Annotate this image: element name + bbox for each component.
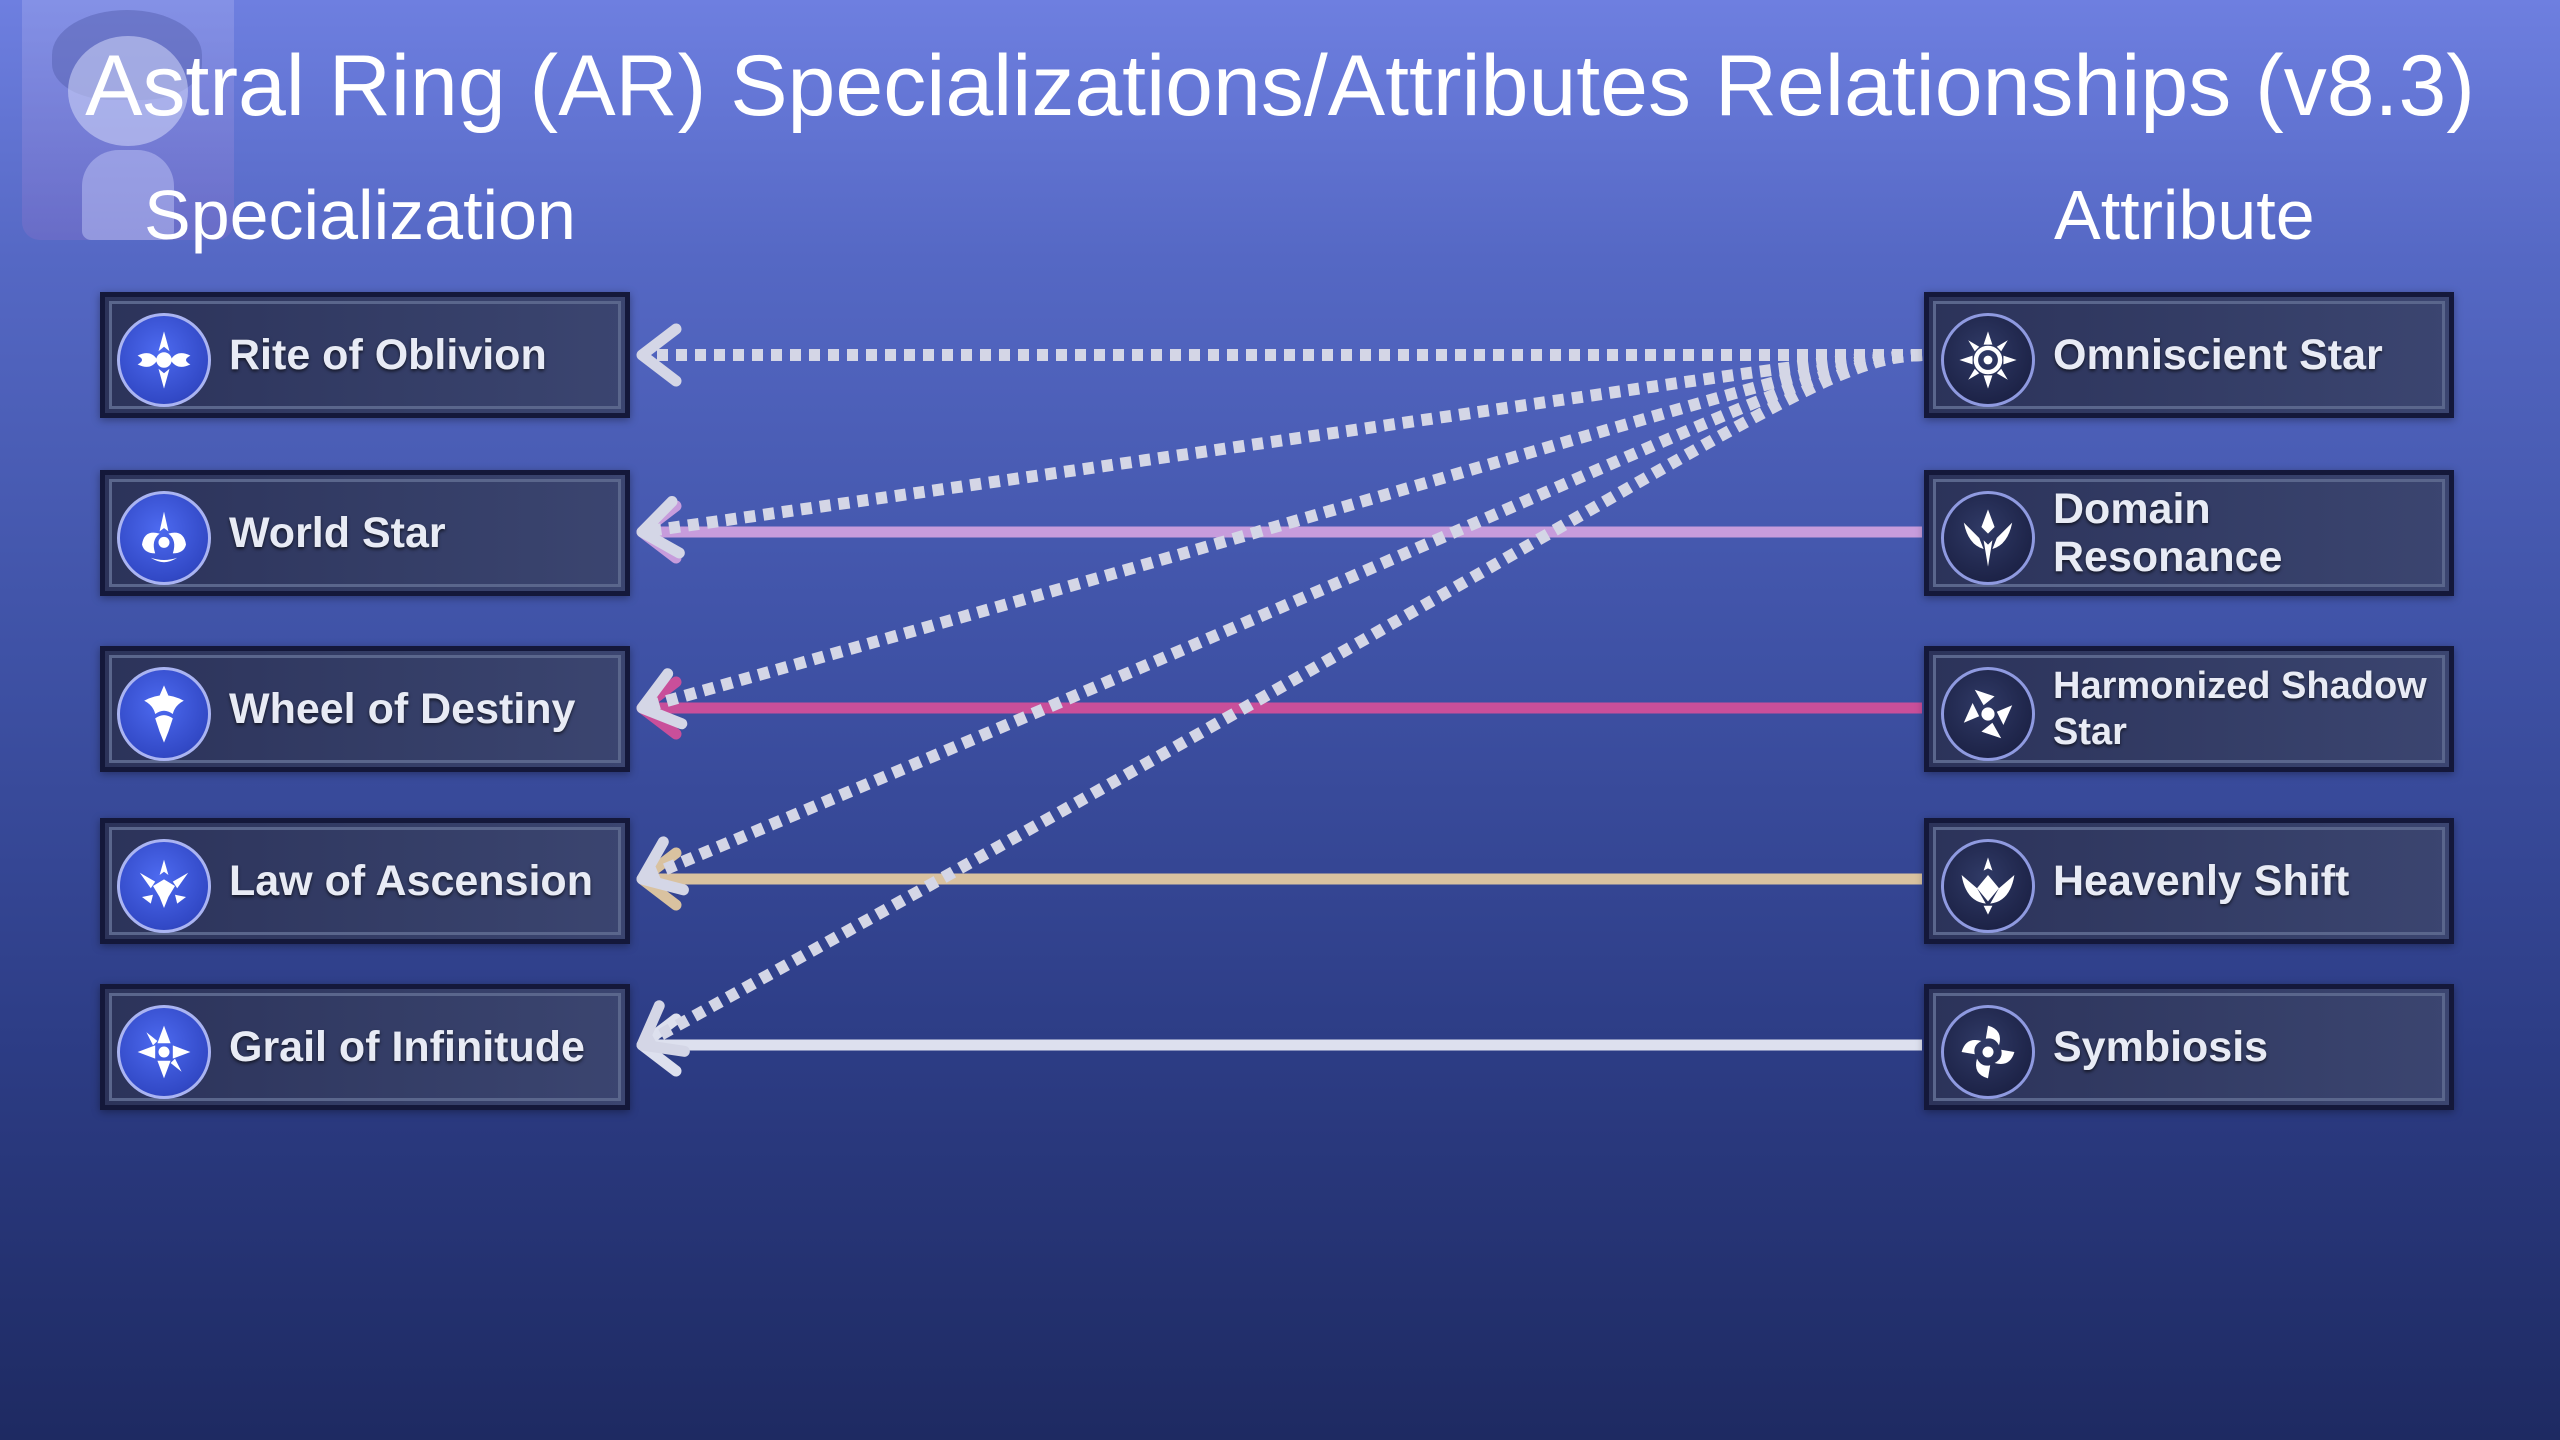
attribute-label: Harmonized Shadow Star [2053,665,2427,753]
creator-avatar [22,0,234,240]
specialization-law-of-ascension[interactable]: Law of Ascension [100,818,630,944]
attribute-label: Symbiosis [2053,1023,2269,1071]
specialization-label: Grail of Infinitude [229,1023,585,1071]
link-omniscient-star-to-wheel-of-destiny [636,349,1923,730]
specialization-wheel-of-destiny[interactable]: Wheel of Destiny [100,646,630,772]
arrowhead [636,836,689,896]
attribute-heavenly-shift[interactable]: Heavenly Shift [1924,818,2454,944]
arrowhead [636,495,685,559]
link-omniscient-star-to-grail-of-infinitude [636,349,1923,1057]
grail-of-infinitude-icon [117,1005,211,1099]
link-heavenly-shift-to-law-of-ascension [636,847,1922,911]
wheel-of-destiny-icon [117,667,211,761]
link-omniscient-star-to-rite-of-oblivion [636,323,1922,387]
specialization-column-header: Specialization [144,176,576,254]
specialization-rite-of-oblivion[interactable]: Rite of Oblivion [100,292,630,418]
domain-resonance-icon [1941,491,2035,585]
page-title: Astral Ring (AR) Specializations/Attribu… [85,38,2475,134]
specialization-grail-of-infinitude[interactable]: Grail of Infinitude [100,984,630,1110]
attribute-label: Domain Resonance [2053,485,2283,581]
link-omniscient-star-to-law-of-ascension [636,349,1923,896]
law-of-ascension-icon [117,839,211,933]
specialization-world-star[interactable]: World Star [100,470,630,596]
arrowhead [636,323,682,387]
avatar-head [68,36,188,146]
heavenly-shift-icon [1941,839,2035,933]
attribute-harmonized-shadow-star[interactable]: Harmonized Shadow Star [1924,646,2454,772]
avatar-body [82,150,174,240]
symbiosis-icon [1941,1005,2035,1099]
link-line [639,349,1923,1051]
link-line [639,349,1923,885]
arrowhead [636,1000,690,1057]
omniscient-star-icon [1941,313,2035,407]
attribute-column-header: Attribute [2054,176,2315,254]
link-line [640,349,1923,714]
attribute-label: Heavenly Shift [2053,857,2350,905]
attribute-symbiosis[interactable]: Symbiosis [1924,984,2454,1110]
link-domain-resonance-to-world-star [636,500,1922,564]
link-symbiosis-to-grail-of-infinitude [636,1013,1922,1077]
specialization-label: World Star [229,509,446,557]
world-star-icon [117,491,211,585]
specialization-label: Wheel of Destiny [229,685,576,733]
attribute-domain-resonance[interactable]: Domain Resonance [1924,470,2454,596]
attribute-omniscient-star[interactable]: Omniscient Star [1924,292,2454,418]
specialization-label: Rite of Oblivion [229,331,547,379]
arrowhead [636,668,688,730]
link-line [641,349,1923,538]
harmonized-shadow-star-icon [1941,667,2035,761]
specialization-label: Law of Ascension [229,857,593,905]
attribute-label: Omniscient Star [2053,331,2383,379]
link-omniscient-star-to-world-star [636,349,1923,559]
rite-of-oblivion-icon [117,313,211,407]
